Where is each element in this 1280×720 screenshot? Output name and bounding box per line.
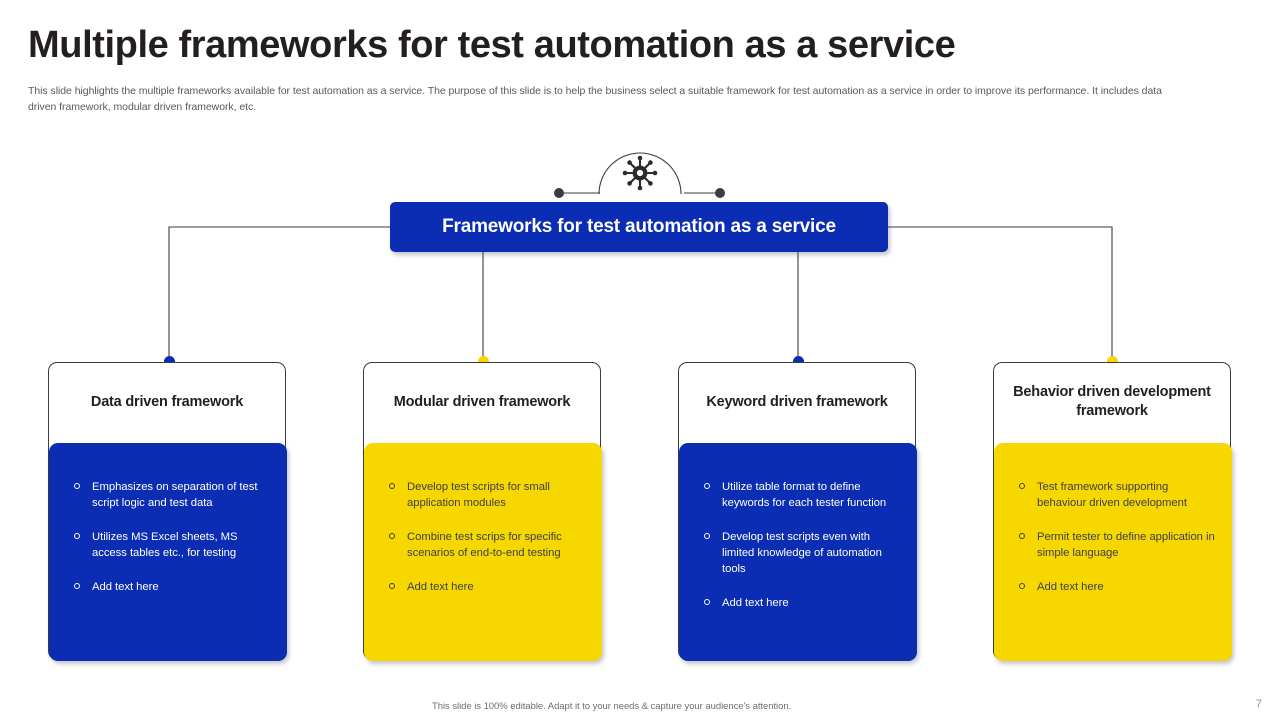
list-item-text: Add text here xyxy=(407,581,474,593)
bullet-marker-icon xyxy=(1019,483,1025,489)
list-item: Permit tester to define application in s… xyxy=(1017,529,1215,561)
card-body: Emphasizes on separation of test script … xyxy=(49,443,287,661)
hub-icon xyxy=(622,155,658,191)
node-dot-card-3 xyxy=(793,356,804,367)
list-item-text: Develop test scripts for small applicati… xyxy=(407,481,550,509)
bullet-marker-icon xyxy=(1019,533,1025,539)
card-title: Behavior driven development framework xyxy=(1013,384,1211,419)
list-item-text: Add text here xyxy=(92,581,159,593)
list-item: Utilize table format to define keywords … xyxy=(702,479,900,511)
bullet-marker-icon xyxy=(704,483,710,489)
automation-hub-badge xyxy=(598,150,682,195)
list-item: Combine test scrips for specific scenari… xyxy=(387,529,585,561)
framework-card-3[interactable]: Keyword driven framework Utilize table f… xyxy=(678,362,918,662)
list-item: Test framework supporting behaviour driv… xyxy=(1017,479,1215,511)
card-bullet-list: Utilize table format to define keywords … xyxy=(702,479,900,611)
footer-note: This slide is 100% editable. Adapt it to… xyxy=(432,701,792,712)
card-title: Keyword driven framework xyxy=(706,393,888,410)
list-item: Add text here xyxy=(387,579,585,595)
page-subtitle: This slide highlights the multiple frame… xyxy=(28,85,1162,113)
list-item: Emphasizes on separation of test script … xyxy=(72,479,270,511)
list-item: Develop test scripts even with limited k… xyxy=(702,529,900,577)
bullet-marker-icon xyxy=(704,599,710,605)
card-bullet-list: Develop test scripts for small applicati… xyxy=(387,479,585,595)
card-body: Develop test scripts for small applicati… xyxy=(364,443,602,661)
list-item-text: Utilizes MS Excel sheets, MS access tabl… xyxy=(92,531,238,559)
framework-card-4[interactable]: Behavior driven development framework Te… xyxy=(993,362,1233,662)
list-item: Develop test scripts for small applicati… xyxy=(387,479,585,511)
bullet-marker-icon xyxy=(704,533,710,539)
card-title: Data driven framework xyxy=(90,393,244,410)
page-number: 7 xyxy=(1255,698,1262,710)
main-banner[interactable]: Frameworks for test automation as a serv… xyxy=(390,202,888,252)
list-item-text: Utilize table format to define keywords … xyxy=(722,481,887,509)
bullet-marker-icon xyxy=(389,483,395,489)
bullet-marker-icon xyxy=(389,583,395,589)
bullet-marker-icon xyxy=(1019,583,1025,589)
bullet-marker-icon xyxy=(389,533,395,539)
list-item: Add text here xyxy=(702,595,900,611)
framework-card-1[interactable]: Data driven framework Emphasizes on sepa… xyxy=(48,362,288,662)
list-item: Utilizes MS Excel sheets, MS access tabl… xyxy=(72,529,270,561)
page-title: Multiple frameworks for test automation … xyxy=(28,24,956,66)
list-item-text: Combine test scrips for specific scenari… xyxy=(407,531,562,559)
node-dot-card-4 xyxy=(1107,356,1118,367)
card-title: Modular driven framework xyxy=(393,393,571,410)
banner-endcap-dots xyxy=(554,188,725,198)
list-item-text: Develop test scripts even with limited k… xyxy=(722,531,882,575)
list-item-text: Test framework supporting behaviour driv… xyxy=(1037,481,1187,509)
list-item-text: Emphasizes on separation of test script … xyxy=(92,481,258,509)
node-dot-card-2 xyxy=(478,356,489,367)
bullet-marker-icon xyxy=(74,583,80,589)
card-body: Test framework supporting behaviour driv… xyxy=(994,443,1232,661)
node-dot-card-1 xyxy=(164,356,175,367)
list-item: Add text here xyxy=(72,579,270,595)
card-body: Utilize table format to define keywords … xyxy=(679,443,917,661)
bullet-marker-icon xyxy=(74,533,80,539)
card-bullet-list: Test framework supporting behaviour driv… xyxy=(1017,479,1215,595)
bullet-marker-icon xyxy=(74,483,80,489)
list-item-text: Add text here xyxy=(722,597,789,609)
list-item: Add text here xyxy=(1017,579,1215,595)
list-item-text: Add text here xyxy=(1037,581,1104,593)
list-item-text: Permit tester to define application in s… xyxy=(1037,531,1215,559)
main-banner-label: Frameworks for test automation as a serv… xyxy=(442,216,836,237)
framework-card-2[interactable]: Modular driven framework Develop test sc… xyxy=(363,362,603,662)
card-bullet-list: Emphasizes on separation of test script … xyxy=(72,479,270,595)
